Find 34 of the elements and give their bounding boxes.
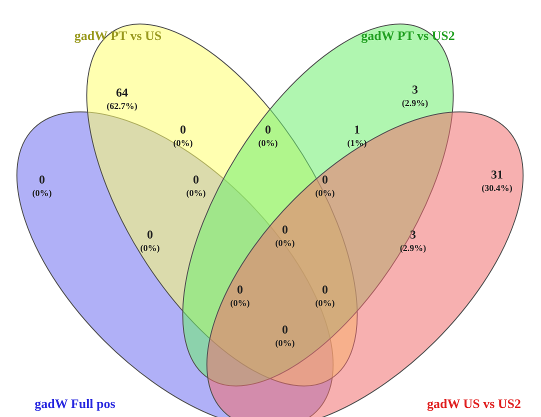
region-count: 0 <box>193 172 199 188</box>
region-count: 0 <box>237 282 243 298</box>
region-percentage: (0%) <box>275 338 295 348</box>
region-percentage: (1%) <box>347 138 367 148</box>
region-count: 0 <box>39 172 45 188</box>
region-percentage: (2.9%) <box>400 243 426 253</box>
region-count: 0 <box>282 222 288 238</box>
region-count: 64 <box>116 86 128 100</box>
region-count: 0 <box>147 228 153 242</box>
region-count: 0 <box>322 172 328 188</box>
region-count: 1 <box>354 122 360 138</box>
set-label: gadW PT vs US <box>74 28 162 44</box>
region-percentage: (62.7%) <box>106 101 138 111</box>
region-percentage: (0%) <box>275 238 295 248</box>
region-percentage: (0%) <box>140 243 160 253</box>
region-percentage: (2.9%) <box>402 98 428 108</box>
set-label: gadW US vs US2 <box>426 396 522 412</box>
region-percentage: (0%) <box>230 298 250 308</box>
set-label: gadW Full pos <box>34 396 116 412</box>
region-percentage: (30.4%) <box>482 183 512 193</box>
region-percentage: (0%) <box>315 298 335 308</box>
region-percentage: (0%) <box>173 138 193 148</box>
region-percentage: (0%) <box>186 188 206 198</box>
region-percentage: (0%) <box>32 188 52 198</box>
region-count: 0 <box>180 122 186 138</box>
set-label: gadW PT vs US2 <box>361 28 455 44</box>
region-count: 31 <box>491 168 503 182</box>
region-count: 0 <box>282 322 288 338</box>
region-count: 3 <box>410 228 416 242</box>
region-percentage: (0%) <box>258 138 278 148</box>
region-count: 3 <box>412 82 418 98</box>
region-percentage: (0%) <box>315 188 335 198</box>
region-count: 0 <box>265 122 271 138</box>
region-count: 0 <box>322 282 328 298</box>
